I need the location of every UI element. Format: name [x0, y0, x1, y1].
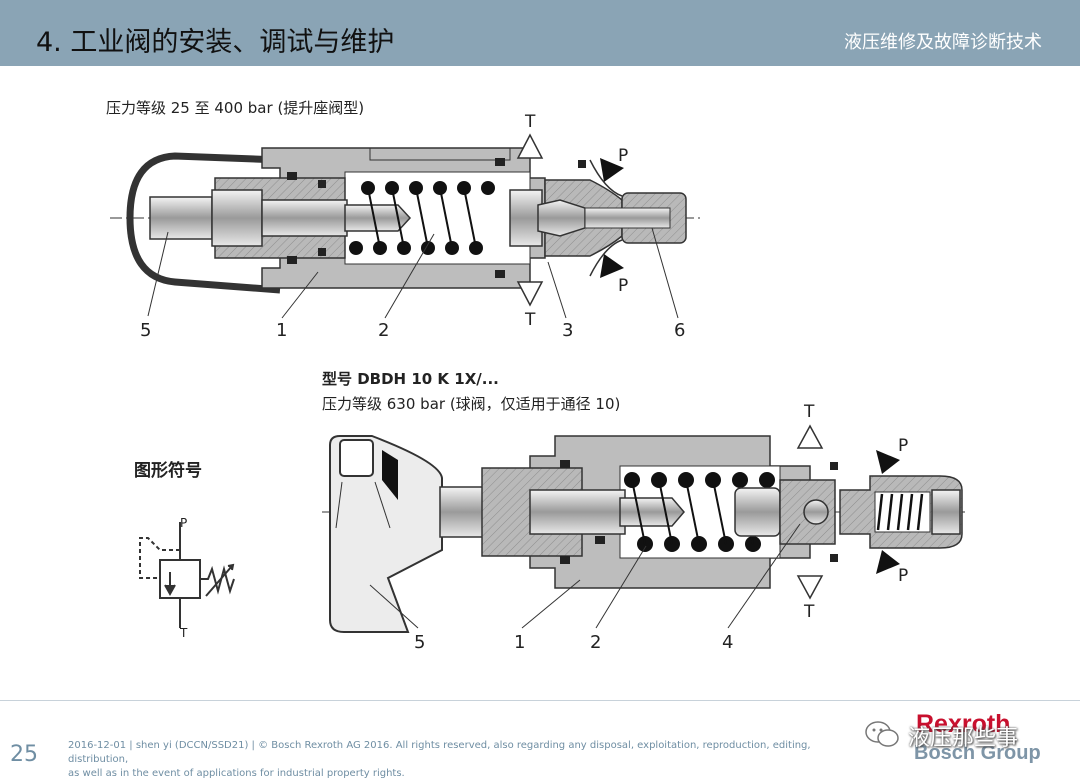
watermark-text: 液压那些事: [908, 726, 1019, 751]
copyright-line-1: 2016-12-01 | shen yi (DCCN/SSD21) | © Bo…: [68, 740, 811, 765]
course-title: 液压维修及故障诊断技术: [844, 32, 1042, 53]
copyright-notice: 2016-12-01 | shen yi (DCCN/SSD21) | © Bo…: [68, 739, 868, 781]
d1-callout-3: 3: [562, 320, 574, 341]
d1-port-p-top: P: [618, 146, 629, 166]
diagram1-caption: 压力等级 25 至 400 bar (提升座阀型): [106, 99, 365, 117]
page-number: 25: [10, 742, 38, 767]
wechat-icon: [865, 721, 899, 747]
valve-diagram-1: [110, 133, 700, 319]
d1-callout-1: 1: [276, 320, 288, 341]
d1-callout-5: 5: [140, 320, 152, 341]
valve-diagram-2: [322, 424, 965, 633]
d2-callout-2: 2: [590, 632, 602, 653]
rexroth-logo: Rexroth: [916, 710, 1011, 738]
d2-port-p-top: P: [898, 436, 909, 456]
valve-diagrams: [110, 133, 965, 633]
symbol-port-t: T: [180, 626, 188, 640]
page-title: 4. 工业阀的安装、调试与维护: [36, 27, 395, 58]
d2-callout-5: 5: [414, 632, 426, 653]
d2-callout-4: 4: [722, 632, 734, 653]
d1-port-p-bot: P: [618, 276, 629, 296]
symbol-title: 图形符号: [134, 461, 202, 481]
copyright-line-2: as well as in the event of applications …: [68, 768, 405, 779]
bosch-group-logo: Bosch Group: [914, 742, 1041, 764]
footer-divider: [0, 700, 1080, 701]
d1-port-t-bot: T: [525, 310, 536, 330]
d1-callout-6: 6: [674, 320, 686, 341]
symbol-port-p: P: [180, 516, 188, 530]
d2-port-t-bot: T: [804, 602, 815, 622]
diagram2-pressure-caption: 压力等级 630 bar (球阀，仅适用于通径 10): [322, 395, 621, 413]
diagram2-model-caption: 型号 DBDH 10 K 1X/...: [322, 370, 499, 388]
relief-valve-symbol: [139, 522, 235, 628]
d2-callout-1: 1: [514, 632, 526, 653]
header-bar: 4. 工业阀的安装、调试与维护 液压维修及故障诊断技术: [0, 0, 1080, 66]
d1-callout-2: 2: [378, 320, 390, 341]
d1-port-t-top: T: [525, 112, 536, 132]
d2-port-p-bot: P: [898, 566, 909, 586]
d2-port-t-top: T: [804, 402, 815, 422]
